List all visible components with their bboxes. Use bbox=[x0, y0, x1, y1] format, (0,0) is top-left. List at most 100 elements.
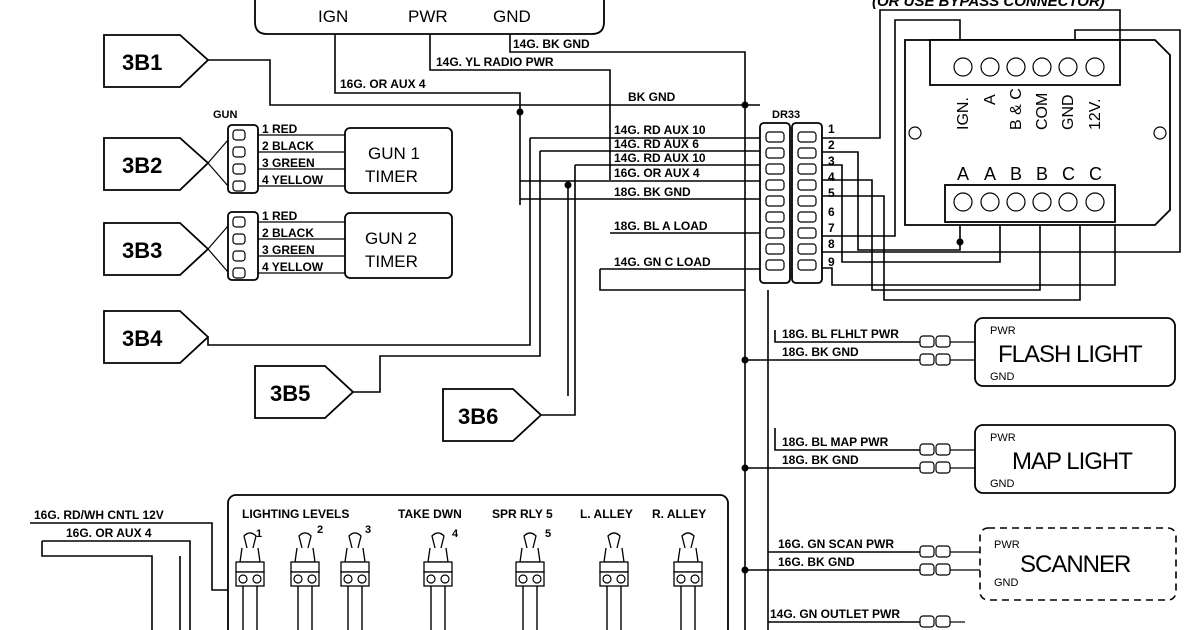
top-gnd-label: GND bbox=[493, 7, 531, 26]
map-connector bbox=[919, 443, 975, 474]
relay-top-label-com: COM bbox=[1034, 93, 1051, 130]
bk-gnd-18-label: 18G. BK GND bbox=[614, 185, 691, 199]
toggle-switch[interactable] bbox=[515, 532, 545, 630]
ref-tag-3b3: 3B3 bbox=[103, 222, 210, 276]
dr33-label: DR33 bbox=[772, 109, 800, 121]
flash-connector bbox=[919, 335, 975, 366]
dr33-pin-3: 3 bbox=[828, 154, 835, 168]
dr33-pin-7: 7 bbox=[828, 221, 835, 235]
ref-3b6-text: 3B6 bbox=[458, 404, 498, 429]
scanner-connector bbox=[919, 545, 980, 576]
dr33-pin-2: 2 bbox=[828, 138, 835, 152]
relay-top-label-12v: 12V. bbox=[1087, 99, 1104, 130]
ref-tag-3b5: 3B5 bbox=[254, 365, 355, 419]
relay-top-label-gnd: GND bbox=[1060, 94, 1077, 130]
dr33-pin-8: 8 bbox=[828, 237, 835, 251]
gun2-connector: 1 RED 2 BLACK 3 GREEN 4 YELLOW bbox=[207, 209, 345, 281]
dr33-pin-9: 9 bbox=[828, 255, 835, 269]
scanner-title: SCANNER bbox=[1020, 551, 1131, 578]
scan-gnd-label: 16G. BK GND bbox=[778, 555, 855, 569]
flash-gnd-tag: GND bbox=[990, 371, 1015, 383]
relay-top-label-ign: IGN. bbox=[955, 97, 972, 130]
bk-gnd-bus-wire bbox=[208, 59, 760, 106]
flash-light-title: FLASH LIGHT bbox=[998, 341, 1143, 368]
gun2-pin-1: 1 RED bbox=[262, 209, 298, 223]
dr33-pin-4: 4 bbox=[828, 170, 835, 184]
bk-gnd-top-label: 14G. BK GND bbox=[513, 37, 590, 51]
junction-dot bbox=[956, 238, 964, 246]
switch-title-takedown: TAKE DWN bbox=[398, 507, 462, 521]
dr33-connector: DR33 1 2 3 4 5 6 7 8 9 bbox=[759, 109, 835, 284]
flash-gnd-label: 18G. BK GND bbox=[782, 345, 859, 359]
switch-number-4: 4 bbox=[452, 528, 459, 540]
cntl-12v-label: 16G. RD/WH CNTL 12V bbox=[34, 508, 164, 522]
scanner-gnd-tag: GND bbox=[994, 577, 1019, 589]
flash-pwr-tag: PWR bbox=[990, 325, 1016, 337]
or-aux4-label: 16G. OR AUX 4 bbox=[614, 166, 700, 180]
map-gnd-tag: GND bbox=[990, 478, 1015, 490]
ref-3b3-text: 3B3 bbox=[122, 238, 162, 263]
map-gnd-label: 18G. BK GND bbox=[782, 453, 859, 467]
rd-aux10-label-1: 14G. RD AUX 10 bbox=[614, 123, 706, 137]
ref-3b5-text: 3B5 bbox=[270, 381, 310, 406]
ref-tag-3b6: 3B6 bbox=[442, 388, 543, 442]
ref-tag-3b1: 3B1 bbox=[103, 34, 210, 88]
dr33-pin-6: 6 bbox=[828, 205, 835, 219]
dr33-pin-1: 1 bbox=[828, 122, 835, 136]
outlet-pwr-label: 14G. GN OUTLET PWR bbox=[770, 607, 900, 621]
junction-dot bbox=[516, 108, 524, 116]
switch-number-1: 1 bbox=[256, 528, 262, 540]
rd-aux6-label: 14G. RD AUX 6 bbox=[614, 137, 699, 151]
ref-3b2-text: 3B2 bbox=[122, 153, 162, 178]
gun1-subtitle: TIMER bbox=[365, 167, 418, 186]
top-pwr-label: PWR bbox=[408, 7, 448, 26]
relay-top-label-bc: B & C bbox=[1008, 88, 1025, 130]
scan-pwr-label: 16G. GN SCAN PWR bbox=[778, 537, 894, 551]
switch-number-3: 3 bbox=[365, 524, 371, 536]
gn-c-load-label: 14G. GN C LOAD bbox=[614, 255, 711, 269]
yl-radio-label: 14G. YL RADIO PWR bbox=[436, 55, 554, 69]
top-power-device: IGN PWR GND bbox=[254, 0, 605, 35]
relay-box: IGN. A B & C COM GND 12V. A A B B C C bbox=[904, 39, 1171, 226]
toggle-switches bbox=[235, 532, 703, 630]
toggle-switch[interactable] bbox=[340, 532, 370, 630]
gun2-subtitle: TIMER bbox=[365, 252, 418, 271]
gun1-pin-3: 3 GREEN bbox=[262, 156, 315, 170]
yl-radio-wire bbox=[429, 34, 611, 180]
gun1-timer-box: GUN 1 TIMER bbox=[344, 127, 453, 194]
toggle-switch[interactable] bbox=[673, 532, 703, 630]
partial-header-text: (OR USE BYPASS CONNECTOR) bbox=[872, 0, 1105, 10]
rd-aux10-label-2: 14G. RD AUX 10 bbox=[614, 151, 706, 165]
map-light-title: MAP LIGHT bbox=[1012, 448, 1133, 475]
relay-bottom-label-5: C bbox=[1062, 164, 1075, 184]
switch-title-l-alley: L. ALLEY bbox=[580, 507, 633, 521]
toggle-switch[interactable] bbox=[423, 532, 453, 630]
flash-light-device: PWR FLASH LIGHT GND bbox=[974, 317, 1176, 387]
gun2-pin-4: 4 YELLOW bbox=[262, 260, 324, 274]
flash-pwr-label: 18G. BL FLHLT PWR bbox=[782, 327, 899, 341]
dr33-pin-5: 5 bbox=[828, 186, 835, 200]
map-light-device: PWR MAP LIGHT GND bbox=[974, 424, 1176, 494]
relay-bottom-label-1: A bbox=[957, 164, 969, 184]
relay-bottom-label-4: B bbox=[1036, 164, 1048, 184]
gun1-pin-4: 4 YELLOW bbox=[262, 173, 324, 187]
gun-label: GUN bbox=[213, 109, 238, 121]
scanner-device: PWR SCANNER GND bbox=[979, 527, 1177, 601]
toggle-switch[interactable] bbox=[599, 532, 629, 630]
toggle-switch[interactable] bbox=[290, 532, 320, 630]
ref-tag-3b4: 3B4 bbox=[103, 310, 210, 364]
relay-bottom-label-3: B bbox=[1010, 164, 1022, 184]
top-ign-label: IGN bbox=[318, 7, 348, 26]
map-pwr-label: 18G. BL MAP PWR bbox=[782, 435, 889, 449]
junction-dot bbox=[564, 181, 572, 189]
relay-bottom-label-6: C bbox=[1089, 164, 1102, 184]
outlet-connector bbox=[919, 615, 965, 628]
gun1-pin-1: 1 RED bbox=[262, 122, 298, 136]
or-aux4-top-label: 16G. OR AUX 4 bbox=[340, 77, 426, 91]
gun2-timer-box: GUN 2 TIMER bbox=[344, 212, 453, 279]
ref-tag-3b2: 3B2 bbox=[103, 137, 210, 191]
gun1-pin-2: 2 BLACK bbox=[262, 139, 314, 153]
gun1-connector: 1 RED 2 BLACK 3 GREEN 4 YELLOW bbox=[207, 122, 345, 194]
toggle-switch[interactable] bbox=[235, 532, 265, 630]
